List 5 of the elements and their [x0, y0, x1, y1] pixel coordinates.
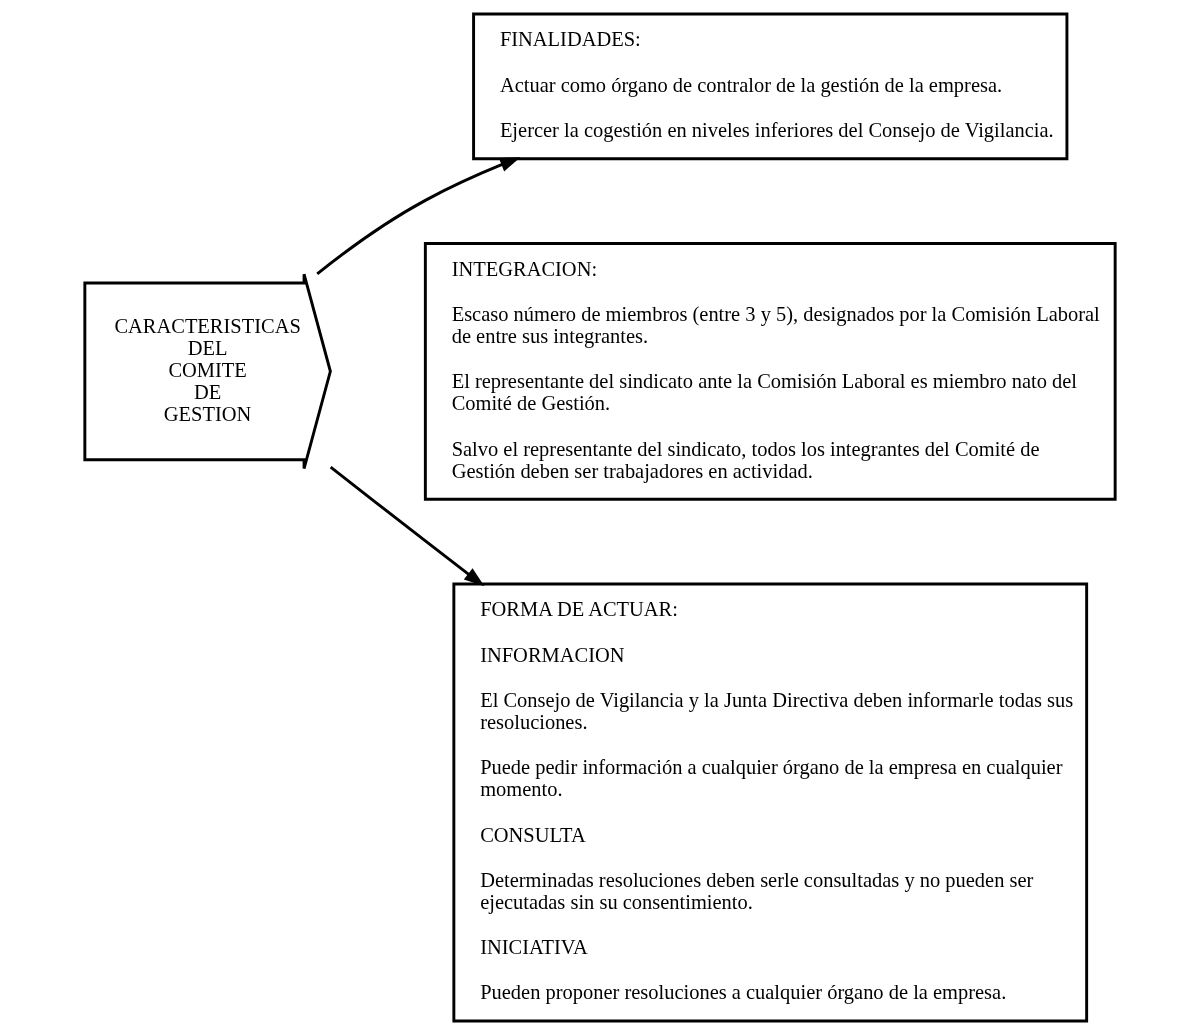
arrow: [315, 157, 521, 275]
arrow: [329, 466, 484, 587]
node-box: INTEGRACION: Escaso número de miembros (entre 3 y 5), designados por la Comisión Laboral de entre sus integrantes. El representante del sindicato ante la Comisión Laboral es miembro nato del Comité de Gestión. Salvo el representante del sindicato, todos los integrantes del Comité de Gestión deben ser trabajadores en actividad.: [423, 242, 1117, 501]
node-box: FORMA DE ACTUAR: INFORMACION El Consejo de Vigilancia y la Junta Directiva deben informarle todas sus resoluciones. Puede pedir información a cualquier órgano de la empresa en cualquier momento. CONSULTA Determinadas resoluciones deben serle consultadas y no pueden ser ejecutadas sin su consentimiento. INICIATIVA Pueden proponer resoluciones a cualquier órgano de la empresa.: [451, 582, 1088, 1023]
node-box: FINALIDADES: Actuar como órgano de contralor de la gestión de la empresa. Ejercer la cogestión en niveles inferiores del Consejo de Vigilancia.: [471, 12, 1068, 161]
